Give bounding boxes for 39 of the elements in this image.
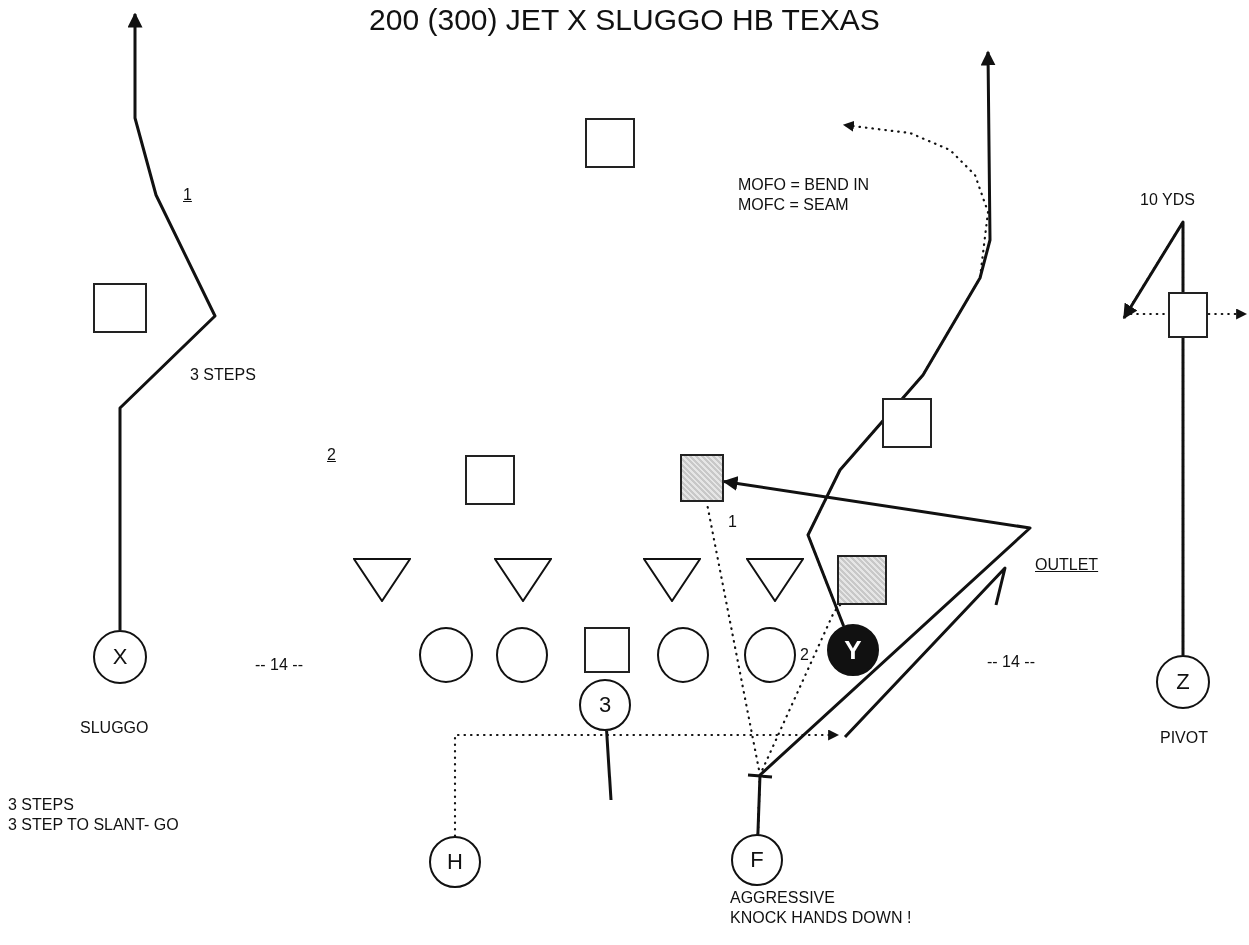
title: 200 (300) JET X SLUGGO HB TEXAS — [368, 2, 881, 38]
player-circle: 3 — [579, 679, 631, 731]
player-note: SLUGGO — [80, 718, 149, 738]
defender-triangle — [643, 558, 701, 602]
note-text: -- 14 -- — [987, 652, 1035, 672]
lineman-circle — [657, 627, 709, 683]
lineman-circle — [744, 627, 796, 683]
player-note: AGGRESSIVE KNOCK HANDS DOWN ! — [730, 888, 912, 928]
note-text: 3 STEPS — [190, 365, 256, 385]
underlined-note: OUTLET — [1035, 555, 1099, 575]
note-text: MOFO = BEND IN MOFC = SEAM — [738, 175, 870, 215]
shaded-defender-square — [680, 454, 724, 502]
note-text: 3 STEPS 3 STEP TO SLANT- GO — [8, 795, 179, 835]
defender-square — [465, 455, 515, 505]
underlined-note: 2 — [327, 445, 336, 465]
read-line — [756, 603, 842, 836]
player-circle: F — [731, 834, 783, 886]
player-note: PIVOT — [1160, 728, 1208, 748]
route-arrow — [1122, 220, 1185, 655]
defender-square — [882, 398, 932, 448]
defender-square — [585, 118, 635, 168]
underlined-note: 1 — [183, 185, 192, 205]
defender-triangle — [353, 558, 411, 602]
route-arrow — [453, 729, 840, 838]
player-circle: H — [429, 836, 481, 888]
note-text: 10 YDS — [1140, 190, 1195, 210]
player-circle: X — [93, 630, 147, 684]
shaded-defender-square — [837, 555, 887, 605]
center-square — [584, 627, 630, 673]
lineman-circle — [419, 627, 473, 683]
defender-square — [1168, 292, 1208, 338]
note-text: -- 14 -- — [255, 655, 303, 675]
player-circle: Z — [1156, 655, 1210, 709]
route-arrow — [118, 12, 217, 630]
defender-triangle — [494, 558, 552, 602]
lineman-circle — [496, 627, 548, 683]
defender-triangle — [746, 558, 804, 602]
player-circle: Y — [827, 624, 879, 676]
defender-square — [93, 283, 147, 333]
